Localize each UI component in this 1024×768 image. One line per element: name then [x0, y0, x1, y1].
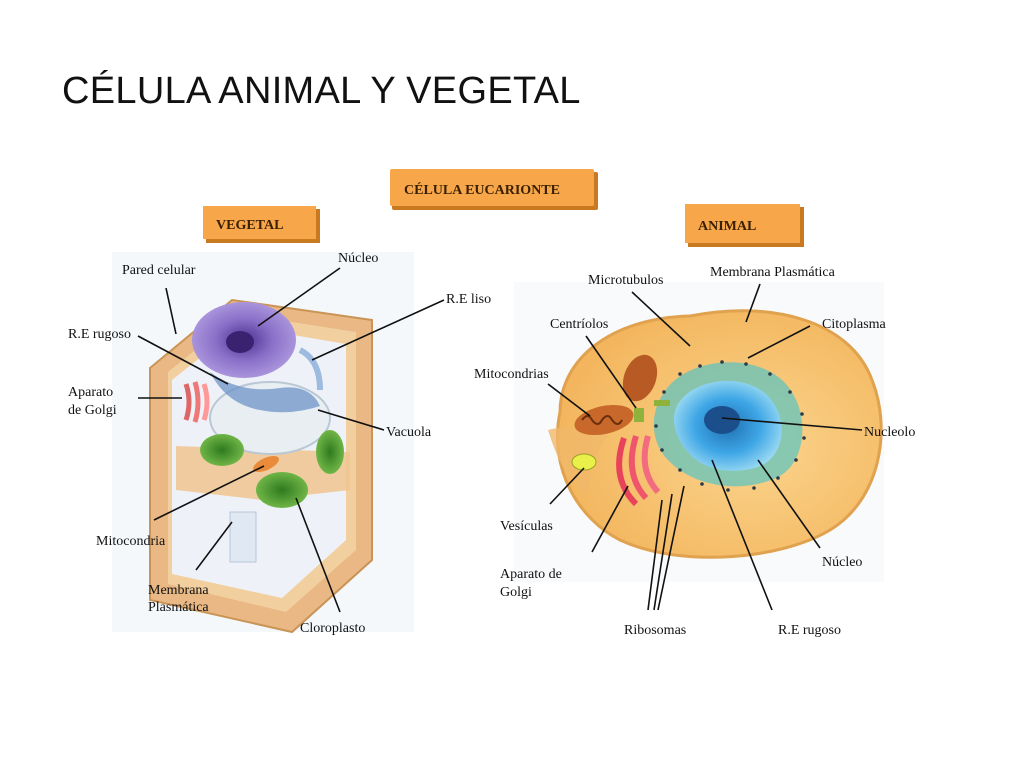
animal-vesicles — [571, 453, 597, 471]
label-mitocondrias: Mitocondrias — [474, 367, 549, 382]
plant-rough-er — [210, 372, 320, 413]
animal-tag-text: ANIMAL — [698, 219, 756, 234]
label-animal-golgi-1: Aparato de — [500, 567, 562, 582]
label-plant-golgi-1: Aparato — [68, 385, 113, 400]
label-cloroplasto: Cloroplasto — [300, 621, 365, 636]
animal-golgi — [616, 435, 661, 507]
animal-tag: ANIMAL — [685, 204, 804, 247]
animal-nucleolus — [704, 406, 740, 434]
animal-cell: ANIMAL — [474, 204, 915, 638]
label-nucleolo: Nucleolo — [864, 425, 915, 440]
label-citoplasma: Citoplasma — [822, 317, 887, 332]
label-plant-re-rugoso: R.E rugoso — [68, 327, 131, 342]
label-ribosomas: Ribosomas — [624, 623, 686, 638]
label-plant-membrana-2: Plasmática — [148, 600, 209, 615]
plant-tag-text: VEGETAL — [216, 218, 283, 233]
label-plant-membrana-1: Membrana — [148, 583, 209, 598]
label-microtubulos: Microtubulos — [588, 273, 663, 288]
label-re-liso: R.E liso — [446, 292, 491, 307]
label-centriolos: Centríolos — [550, 317, 608, 332]
label-vacuola: Vacuola — [386, 425, 432, 440]
label-animal-nucleo: Núcleo — [822, 555, 862, 570]
plant-cell: VEGETAL — [68, 206, 491, 636]
slide-title: CÉLULA ANIMAL Y VEGETAL — [62, 70, 581, 112]
label-plant-golgi-2: de Golgi — [68, 403, 117, 418]
label-vesiculas: Vesículas — [500, 519, 553, 534]
plant-tag: VEGETAL — [203, 206, 320, 243]
label-animal-membrana: Membrana Plasmática — [710, 265, 836, 280]
header-badge-text: CÉLULA EUCARIONTE — [404, 181, 560, 198]
label-pared-celular: Pared celular — [122, 263, 196, 278]
label-animal-golgi-2: Golgi — [500, 585, 532, 600]
animal-mitochondria — [574, 354, 658, 436]
animal-centrioles — [634, 408, 644, 422]
plant-chloroplasts — [200, 430, 344, 508]
label-animal-re-rugoso: R.E rugoso — [778, 623, 841, 638]
label-plant-nucleo: Núcleo — [338, 251, 378, 266]
animal-ribosomes — [654, 360, 806, 492]
label-mitocondria: Mitocondria — [96, 534, 166, 549]
plant-golgi — [183, 381, 210, 423]
header-badge: CÉLULA EUCARIONTE — [390, 169, 598, 210]
